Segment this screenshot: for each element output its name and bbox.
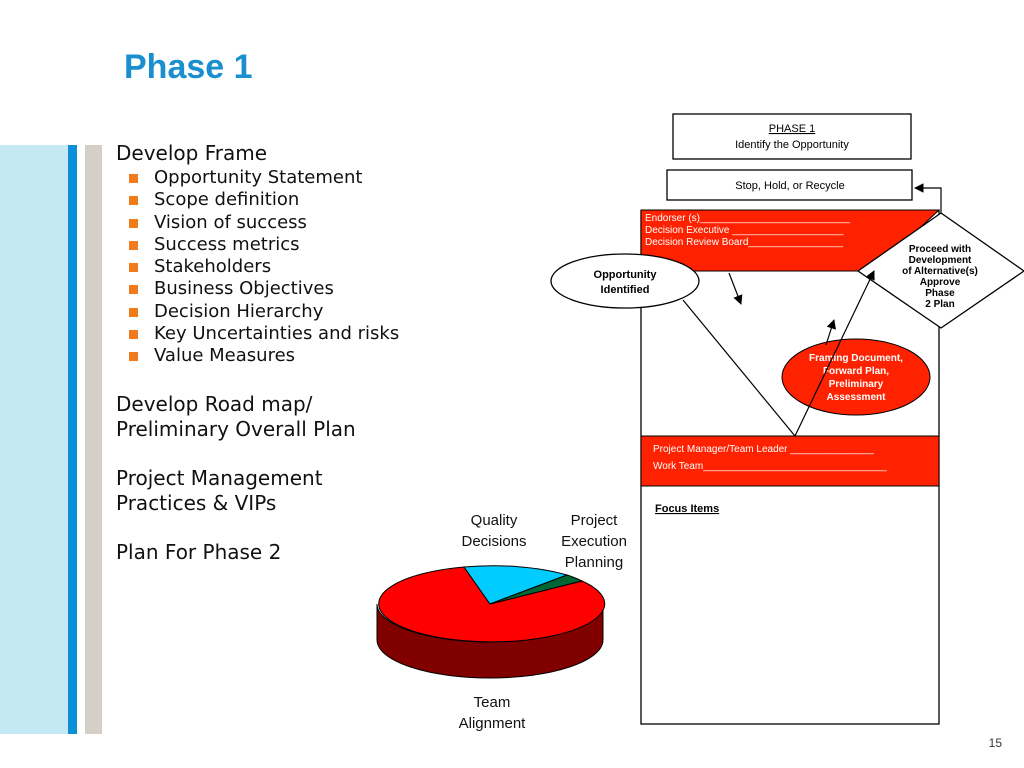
pie-label-line: Planning bbox=[564, 554, 624, 571]
opportunity-line-1: Opportunity bbox=[594, 269, 658, 281]
decor-stripe-gap bbox=[77, 145, 85, 734]
heading-line: Preliminary Overall Plan bbox=[116, 416, 356, 441]
phase-flow-diagram: PHASE 1 Identify the Opportunity Stop, H… bbox=[550, 113, 1024, 725]
decision-line-2: Development bbox=[909, 255, 972, 266]
stop-hold-recycle-box bbox=[666, 169, 913, 201]
role-decision-review-board: Decision Review Board_________________ bbox=[645, 237, 843, 248]
pie-label-line: Decisions bbox=[461, 533, 527, 550]
bullet-item: Opportunity Statement bbox=[116, 167, 446, 189]
bullet-item: Vision of success bbox=[116, 212, 446, 234]
bullet-item: Scope definition bbox=[116, 189, 446, 211]
pie-slice-project-execution bbox=[489, 574, 584, 605]
framing-line-4: Assessment bbox=[827, 392, 887, 403]
frame-bullet-list: Opportunity Statement Scope definition V… bbox=[116, 167, 446, 368]
outline-text: Develop Frame Opportunity Statement Scop… bbox=[116, 141, 446, 565]
heading-line: Practices & VIPs bbox=[116, 490, 277, 515]
bullet-item: Decision Hierarchy bbox=[116, 301, 446, 323]
connector-opportunity-to-team bbox=[682, 299, 796, 437]
decor-stripe-light bbox=[0, 145, 68, 734]
slide-title: Phase 1 bbox=[124, 48, 253, 86]
pie-label-line: Alignment bbox=[458, 715, 526, 732]
stop-hold-recycle-label: Stop, Hold, or Recycle bbox=[735, 180, 844, 192]
team-leader-line: Project Manager/Team Leader ____________… bbox=[653, 444, 874, 455]
pie-label-line: Project bbox=[570, 512, 618, 529]
phase-box-title: PHASE 1 bbox=[769, 123, 815, 135]
arrow-framing-up bbox=[825, 319, 836, 346]
framing-line-2: Forward Plan, bbox=[823, 366, 889, 377]
bullet-item: Stakeholders bbox=[116, 256, 446, 278]
decision-line-5: Phase bbox=[925, 288, 955, 299]
pie-label-quality-decisions: Quality Decisions bbox=[452, 510, 536, 552]
heading-develop-frame: Develop Frame bbox=[116, 141, 268, 165]
framing-document-node bbox=[781, 338, 931, 416]
opportunity-line-2: Identified bbox=[601, 284, 650, 296]
decision-line-4: Approve bbox=[920, 277, 961, 288]
heading-plan-phase-2: Plan For Phase 2 bbox=[116, 539, 282, 564]
framing-line-1: Framing Document, bbox=[809, 353, 903, 364]
decor-stripe-gray bbox=[85, 145, 102, 734]
pie-slice-quality-decisions bbox=[463, 565, 569, 605]
role-endorser: Endorser (s)___________________________ bbox=[645, 213, 851, 224]
proceed-decision-diamond bbox=[856, 212, 1024, 329]
pie-label-line: Quality bbox=[470, 512, 518, 529]
heading-line: Develop Road map/ bbox=[116, 391, 313, 416]
bullet-item: Success metrics bbox=[116, 234, 446, 256]
bullet-item: Value Measures bbox=[116, 345, 446, 367]
role-decision-executive: Decision Executive ____________________ bbox=[645, 225, 844, 236]
phase-box bbox=[672, 113, 912, 160]
arrow-banner-down bbox=[728, 272, 743, 305]
pie-label-project-execution: Project Execution Planning bbox=[552, 510, 636, 573]
framing-line-3: Preliminary bbox=[829, 379, 884, 390]
opportunity-identified-node bbox=[550, 253, 700, 309]
pie-label-team-alignment: Team Alignment bbox=[445, 692, 539, 734]
heading-road-map: Develop Road map/ Preliminary Overall Pl… bbox=[116, 392, 446, 442]
pie-chart bbox=[376, 565, 606, 679]
decision-line-3: of Alternative(s) bbox=[902, 266, 978, 277]
heading-line: Project Management bbox=[116, 465, 323, 490]
phase-box-subtitle: Identify the Opportunity bbox=[735, 139, 849, 151]
pie-label-line: Execution bbox=[561, 533, 627, 550]
arrow-decision-to-stop bbox=[914, 183, 942, 213]
bullet-item: Key Uncertainties and risks bbox=[116, 323, 446, 345]
bullet-item: Business Objectives bbox=[116, 278, 446, 300]
heading-project-management: Project Management Practices & VIPs bbox=[116, 466, 446, 516]
focus-items-label: Focus Items bbox=[655, 503, 719, 515]
slide-number: 15 bbox=[988, 736, 1002, 750]
pie-label-line: Team bbox=[473, 694, 511, 711]
work-team-line: Work Team_______________________________… bbox=[653, 461, 887, 472]
decor-stripe-blue bbox=[68, 145, 77, 734]
team-banner bbox=[640, 435, 940, 487]
decision-line-6: 2 Plan bbox=[925, 299, 954, 310]
pie-slice-team-alignment bbox=[378, 566, 606, 643]
decision-line-1: Proceed with bbox=[909, 244, 971, 255]
connector-team-to-decision bbox=[794, 270, 875, 437]
